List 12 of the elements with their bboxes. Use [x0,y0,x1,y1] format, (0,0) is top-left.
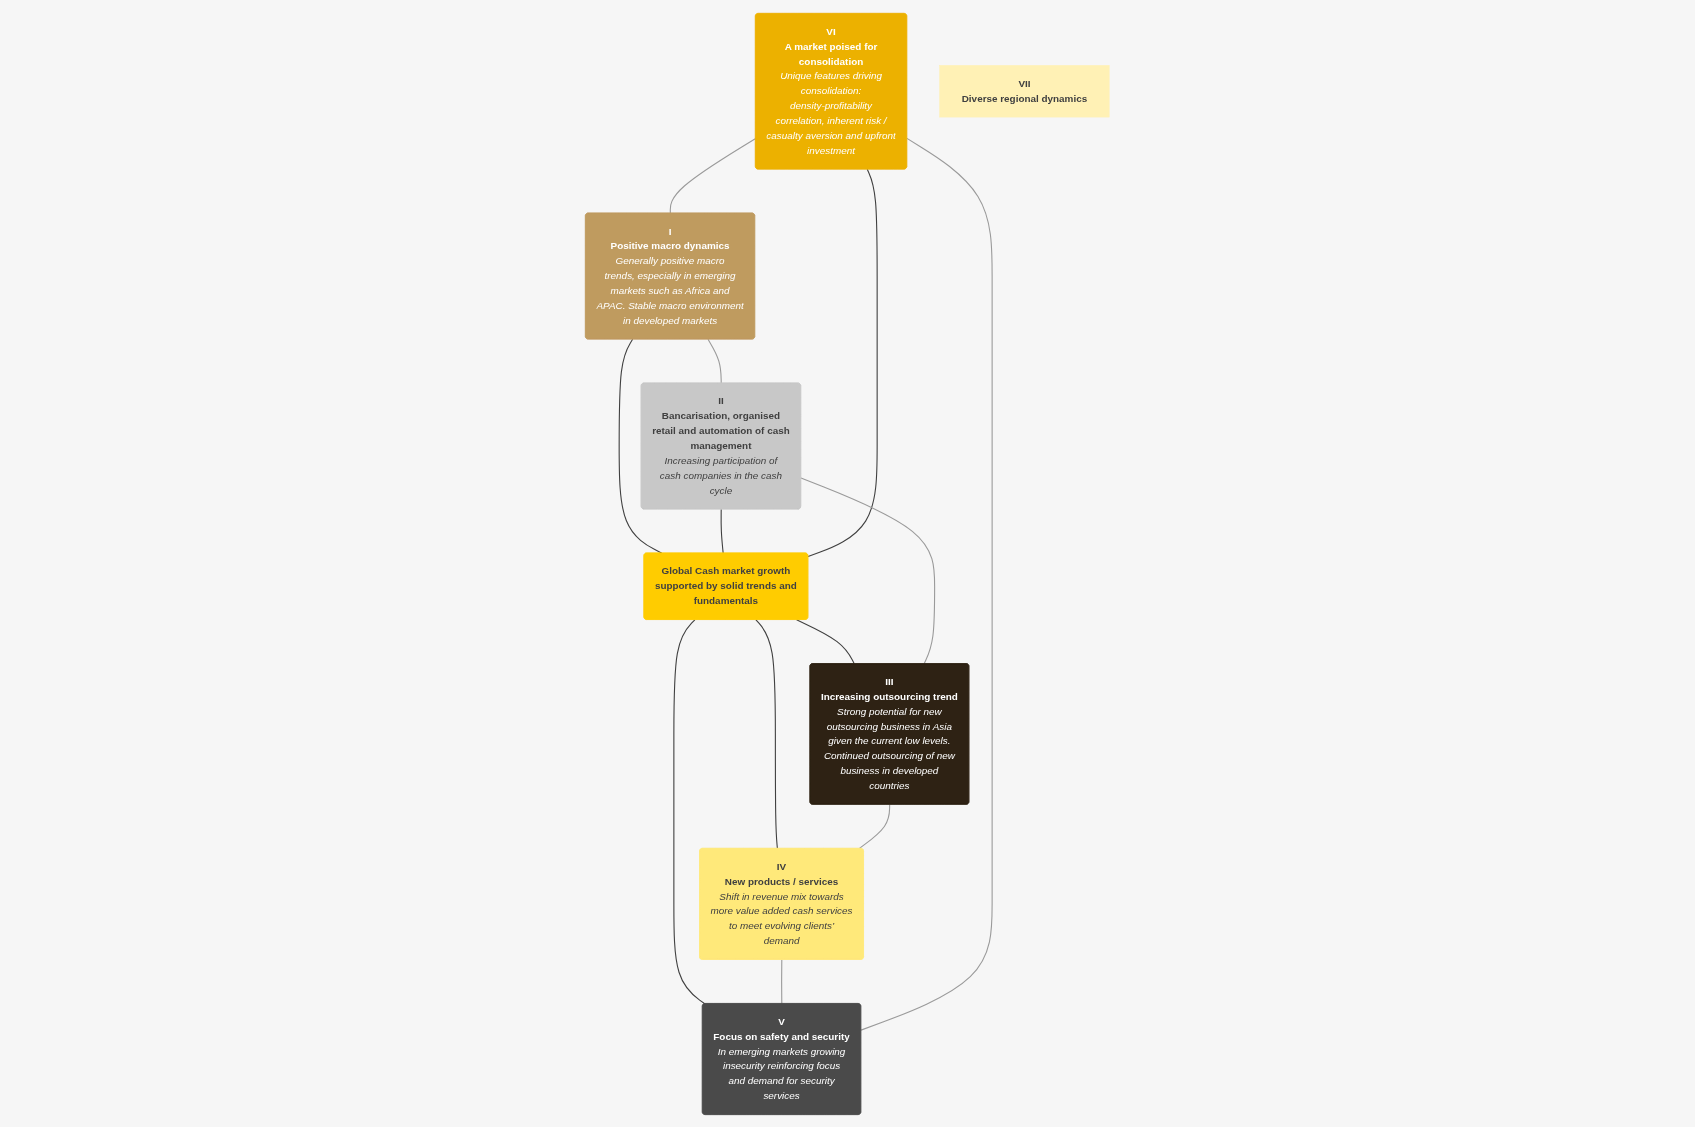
connector [707,338,722,384]
connector [858,803,891,849]
connector [796,618,855,664]
connector [800,476,936,664]
connector [860,137,993,1031]
connector [669,137,757,214]
connector [673,618,706,1004]
connector [755,618,779,849]
connector [720,508,724,554]
connector [781,958,783,1004]
connector [807,168,878,557]
node-box: VII Diverse regional dynamics [939,64,1110,117]
